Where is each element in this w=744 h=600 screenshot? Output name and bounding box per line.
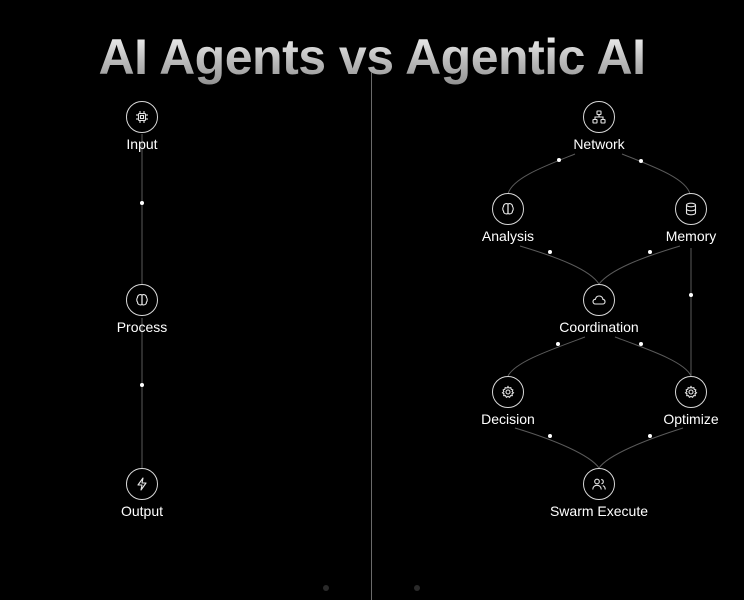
input-label: Input: [126, 136, 158, 152]
flow-dot: [140, 383, 144, 387]
brain-icon: [502, 203, 514, 215]
output-node: [126, 468, 158, 500]
flow-dot: [689, 293, 693, 297]
flow-dot: [556, 342, 560, 346]
optimize-label: Optimize: [663, 411, 719, 427]
page-title: AI Agents vs Agentic AI: [0, 28, 744, 86]
decorative-dot: [414, 585, 420, 591]
gear-icon: [684, 385, 698, 399]
flow-dot: [639, 159, 643, 163]
flow-dot: [648, 250, 652, 254]
flow-dot: [548, 250, 552, 254]
flow-dot: [648, 434, 652, 438]
swarm-execute-node: [583, 468, 615, 500]
center-divider: [371, 72, 372, 600]
cpu-icon: [136, 111, 148, 123]
cloud-icon: [592, 295, 606, 305]
network-icon: [592, 110, 606, 124]
edge-coordination-optimize: [614, 336, 692, 377]
lightning-icon: [137, 477, 147, 491]
input-node: [126, 101, 158, 133]
decision-label: Decision: [481, 411, 535, 427]
output-label: Output: [120, 503, 164, 519]
analysis-node: [492, 193, 524, 225]
memory-label: Memory: [665, 228, 717, 244]
coordination-node: [583, 284, 615, 316]
gear-icon: [501, 385, 515, 399]
database-icon: [685, 202, 697, 216]
decorative-dot: [323, 585, 329, 591]
edge-coordination-decision: [507, 336, 586, 377]
edge-decision-swarm: [514, 427, 600, 469]
flow-dot: [639, 342, 643, 346]
process-node: [126, 284, 158, 316]
edge-network-analysis: [507, 153, 576, 195]
flow-dot: [140, 201, 144, 205]
flow-dot: [557, 158, 561, 162]
optimize-node: [675, 376, 707, 408]
brain-icon: [136, 294, 148, 306]
coordination-label: Coordination: [559, 319, 639, 335]
edge-analysis-coordination: [519, 245, 600, 285]
analysis-label: Analysis: [481, 228, 535, 244]
decision-node: [492, 376, 524, 408]
edge-network-memory: [621, 153, 691, 195]
network-node: [583, 101, 615, 133]
network-label: Network: [573, 136, 625, 152]
edge-memory-coordination: [598, 245, 681, 285]
flow-dot: [548, 434, 552, 438]
swarm-execute-label: Swarm Execute: [549, 503, 649, 519]
edge-optimize-swarm: [598, 427, 684, 469]
users-icon: [592, 478, 606, 490]
memory-node: [675, 193, 707, 225]
process-label: Process: [116, 319, 168, 335]
